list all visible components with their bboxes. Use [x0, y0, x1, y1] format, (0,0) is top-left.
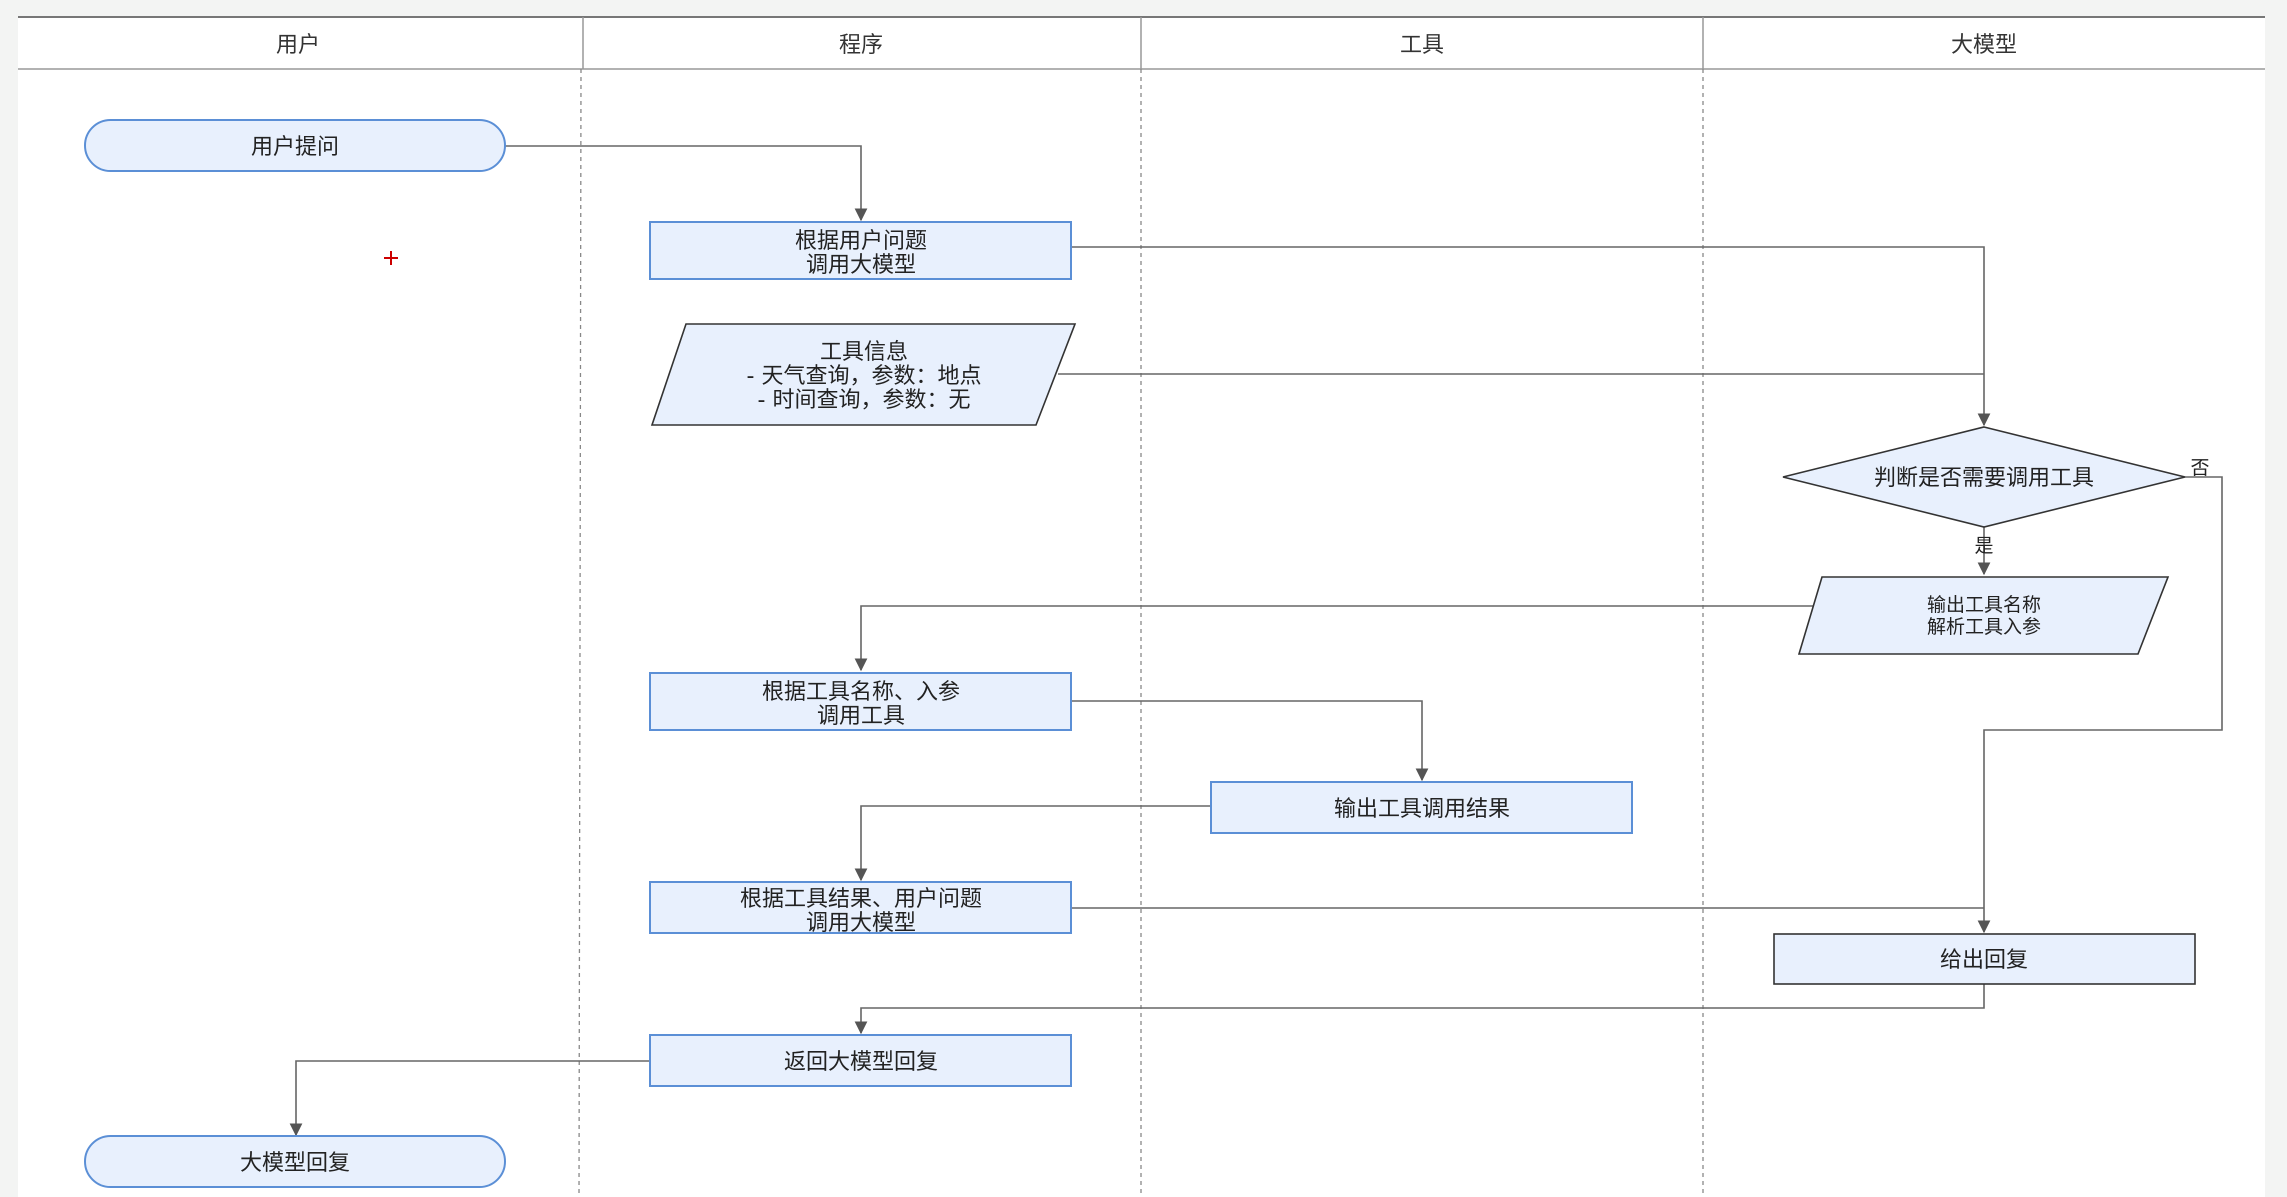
- lane-dividers: [578, 68, 1704, 1197]
- node-call-llm-1-line-1: 根据用户问题: [795, 229, 927, 254]
- lane-title-llm: 大模型: [1951, 33, 2017, 58]
- edge-call-llm-to-decide: [1071, 246, 1991, 427]
- node-output-tool-name[interactable]: 输出工具名称 解析工具入参: [1797, 576, 2170, 655]
- lane-title-program: 程序: [839, 33, 883, 58]
- node-return-reply-label: 返回大模型回复: [784, 1050, 938, 1075]
- node-output-tool-name-line-2: 解析工具入参: [1927, 616, 2041, 638]
- node-user-question[interactable]: 用户提问: [84, 119, 506, 172]
- node-user-question-label: 用户提问: [251, 135, 339, 160]
- node-call-llm-2-line-2: 调用大模型: [806, 911, 916, 936]
- edges: [289, 145, 2223, 1137]
- node-output-tool-name-line-1: 输出工具名称: [1927, 594, 2041, 616]
- node-tool-info-line-1: 工具信息: [820, 340, 908, 365]
- node-call-llm-1[interactable]: 根据用户问题 调用大模型: [649, 221, 1072, 280]
- node-tool-info-line-2: - 天气查询，参数：地点: [747, 364, 982, 389]
- node-call-llm-1-line-2: 调用大模型: [806, 253, 916, 278]
- cursor-crosshair-icon: [384, 251, 398, 265]
- node-decide-tool[interactable]: 判断是否需要调用工具: [1782, 426, 2186, 528]
- edge-call-tool-to-result: [1071, 700, 1429, 782]
- node-call-tool-line-1: 根据工具名称、入参: [762, 680, 960, 705]
- node-tool-result[interactable]: 输出工具调用结果: [1210, 781, 1633, 834]
- node-tool-result-label: 输出工具调用结果: [1334, 797, 1510, 822]
- edge-toolname-to-call-tool: [854, 605, 1822, 672]
- edge-reply-to-return: [854, 984, 1985, 1035]
- node-llm-reply[interactable]: 大模型回复: [84, 1135, 506, 1188]
- node-tool-info-line-3: - 时间查询，参数：无: [758, 388, 971, 413]
- edge-return-to-user: [289, 1060, 650, 1137]
- edge-decide-no: [1977, 476, 2223, 934]
- node-give-reply[interactable]: 给出回复: [1773, 933, 2196, 985]
- node-call-tool-line-2: 调用工具: [817, 704, 905, 729]
- edge-label-no: 否: [2190, 457, 2209, 479]
- node-decide-tool-label: 判断是否需要调用工具: [1874, 466, 2094, 491]
- node-call-llm-2[interactable]: 根据工具结果、用户问题 调用大模型: [649, 881, 1072, 936]
- lane-title-tool: 工具: [1400, 33, 1444, 58]
- lane-title-user: 用户: [276, 33, 320, 58]
- node-llm-reply-label: 大模型回复: [240, 1151, 350, 1176]
- edge-label-yes: 是: [1974, 535, 1993, 557]
- node-tool-info[interactable]: 工具信息 - 天气查询，参数：地点 - 时间查询，参数：无: [650, 323, 1077, 426]
- node-give-reply-label: 给出回复: [1940, 948, 2028, 973]
- node-call-tool[interactable]: 根据工具名称、入参 调用工具: [649, 672, 1072, 731]
- edge-result-to-call-llm-2: [854, 805, 1211, 882]
- edge-question-to-call-llm: [505, 145, 868, 222]
- node-call-llm-2-line-1: 根据工具结果、用户问题: [740, 887, 982, 912]
- node-return-reply[interactable]: 返回大模型回复: [649, 1034, 1072, 1087]
